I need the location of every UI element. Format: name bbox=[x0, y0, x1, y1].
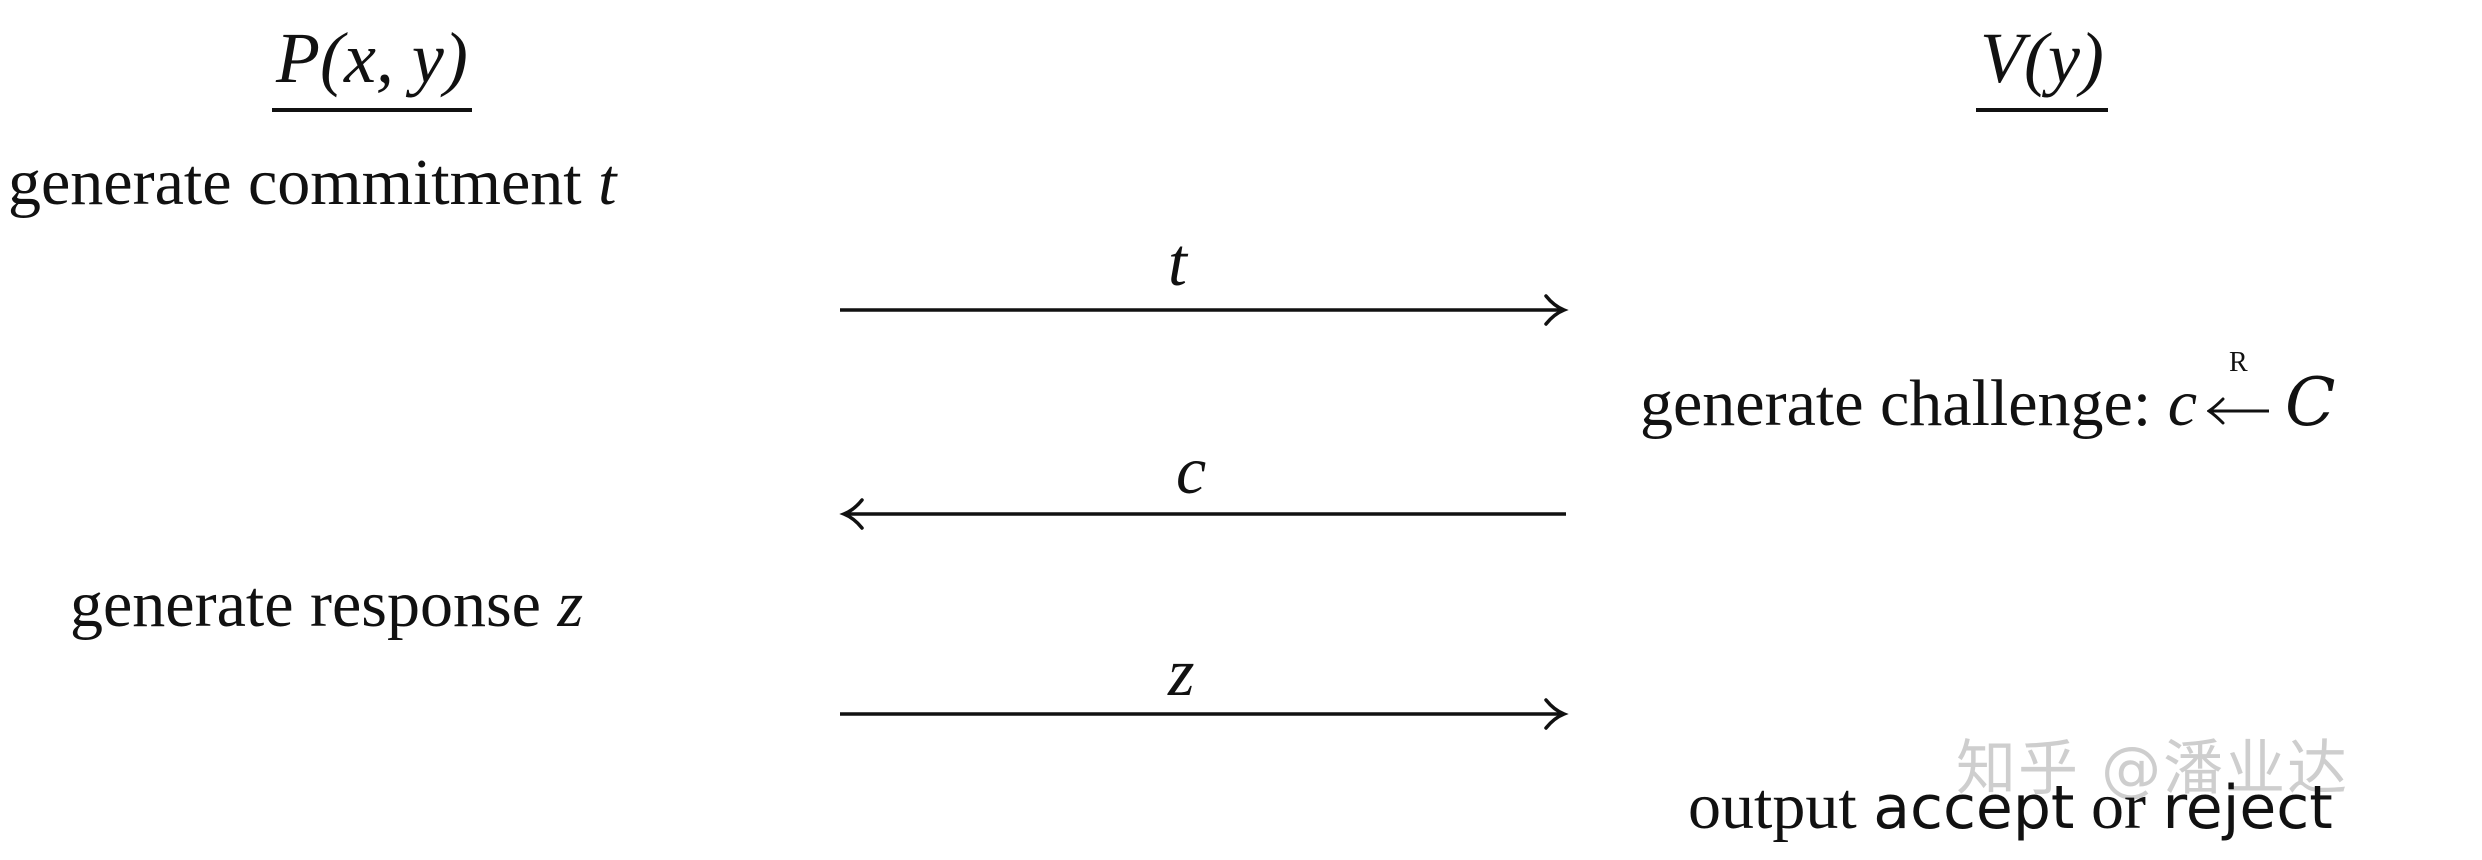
prover-args: (x, y) bbox=[319, 18, 468, 98]
right-arrow-icon bbox=[840, 294, 1569, 326]
challenge-var: c bbox=[2167, 367, 2197, 440]
verifier-header: V(y) bbox=[1976, 22, 2108, 112]
sample-arrow-icon: R bbox=[2206, 349, 2271, 425]
commit-var: t bbox=[598, 146, 617, 219]
prover-header: P(x, y) bbox=[272, 22, 472, 112]
challenge-text: generate challenge: bbox=[1640, 367, 2152, 440]
output-word: output bbox=[1688, 770, 1857, 843]
challenge-set: C bbox=[2284, 364, 2336, 441]
accept-keyword: accept bbox=[1873, 773, 2075, 843]
verifier-name: V bbox=[1980, 18, 2024, 98]
message-label-c: c bbox=[1176, 432, 1207, 508]
verifier-output-step: output accept or reject bbox=[1688, 774, 2333, 840]
or-word: or bbox=[2090, 770, 2146, 843]
prover-commit-step: generate commitment t bbox=[8, 150, 616, 216]
prover-response-step: generate response z bbox=[70, 572, 583, 638]
message-label-t: t bbox=[1168, 224, 1187, 300]
message-label-z: z bbox=[1168, 634, 1195, 710]
response-var: z bbox=[557, 568, 584, 641]
commit-text: generate commitment bbox=[8, 146, 582, 219]
left-arrow-icon bbox=[839, 498, 1566, 530]
response-text: generate response bbox=[70, 568, 541, 641]
right-arrow-icon bbox=[840, 698, 1569, 730]
watermark: 知乎 @潘业达 bbox=[1956, 734, 2350, 804]
prover-name: P bbox=[276, 18, 320, 98]
verifier-args: (y) bbox=[2023, 18, 2104, 98]
sample-mark: R bbox=[2228, 347, 2248, 378]
reject-keyword: reject bbox=[2162, 773, 2333, 843]
